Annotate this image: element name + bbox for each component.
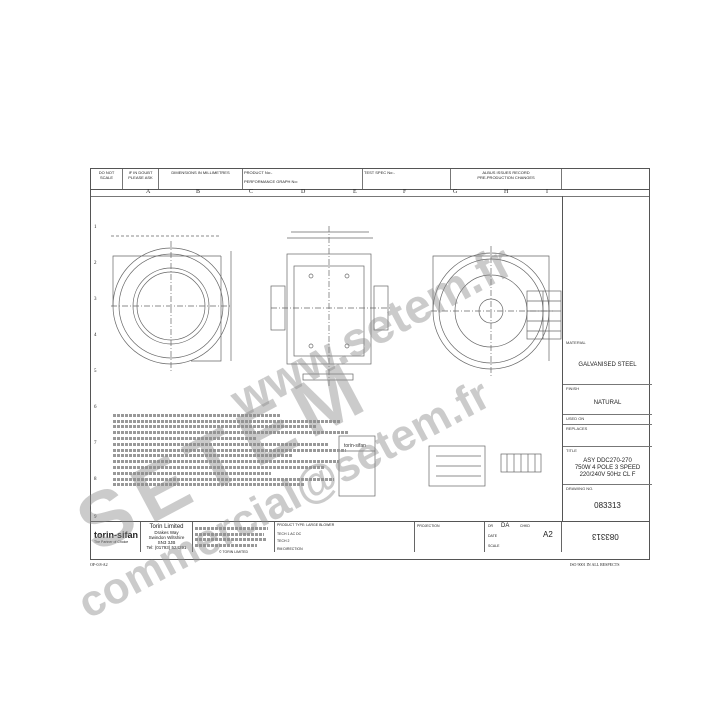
if-in-doubt-text: IF IN DOUBT PLEASE ASK [128, 170, 153, 180]
company-address-2: Swindon Wiltshire [148, 535, 185, 540]
footer-left-text: OF-0.8-A2 [90, 562, 108, 567]
row-8: 8 [94, 477, 97, 482]
checked-label: CHKD [520, 524, 530, 528]
tech-2-label: TECH 2 [277, 539, 290, 543]
record-box: ALBUS ISSUES RECORD PRE-PRODUCTION CHANG… [451, 169, 562, 189]
col-e: E [353, 189, 357, 195]
replaces-label: REPLACES [566, 426, 588, 431]
test-spec-text: TEST SPEC No:- [364, 170, 395, 175]
do-not-scale-box: DO NOT SCALE [91, 169, 123, 189]
row-6: 6 [94, 405, 97, 410]
col-b: B [196, 189, 201, 195]
test-spec-box: TEST SPEC No:- [363, 169, 451, 189]
col-a: A [146, 189, 151, 195]
col-d: D [301, 189, 306, 195]
if-in-doubt-box: IF IN DOUBT PLEASE ASK [123, 169, 159, 189]
title-block-title: ASY DDC270-270 750W 4 POLE 3 SPEED 220/2… [563, 458, 652, 479]
title-line-2: 750W 4 POLE 3 SPEED [574, 465, 641, 471]
company-address-1: Drakes Way [154, 530, 179, 535]
product-box: PRODUCT No:- PERFORMANCE GRAPH No: [243, 169, 363, 189]
projection-label: PROJECTION [417, 524, 440, 528]
date-label: DATE [488, 534, 498, 538]
dimension-note-box: DIMENSIONS IN MILLIMETRES [159, 169, 243, 189]
rotated-number-box: 083313 [562, 522, 651, 552]
row-2: 2 [94, 261, 97, 266]
used-on-label: USED ON [566, 416, 585, 421]
brand-box: torin-sifan The Partner of Choice [91, 522, 141, 552]
finish-value: NATURAL [593, 400, 622, 406]
drawing-no-label: DRAWING NO. [566, 486, 594, 491]
title-block: torin-sifan The Partner of Choice Torin … [91, 521, 651, 555]
copyright-text: © TORIN LIMITED [218, 550, 249, 555]
drawing-sheet: DO NOT SCALE IF IN DOUBT PLEASE ASK DIME… [90, 168, 652, 560]
right-info-panel: MATERIAL GALVANISED STEEL FINISH NATURAL… [562, 196, 652, 521]
product-type-text: PRODUCT TYPE: LARGE BLOWER [277, 523, 335, 527]
row-9: 9 [94, 515, 97, 520]
sheet-size: A2 [543, 530, 553, 539]
col-c: C [249, 189, 254, 195]
row-1: 1 [94, 225, 97, 230]
do-not-scale-text: DO NOT SCALE [98, 170, 115, 180]
preprod-text: PRE-PRODUCTION CHANGES [477, 175, 535, 180]
tech-1-label: TECH 1 [277, 531, 290, 536]
title-label: TITLE [566, 448, 577, 453]
company-tel: Tel: (01793) 524291 [146, 545, 187, 550]
material-label: MATERIAL [566, 340, 586, 345]
drawn-label: DR [488, 524, 494, 528]
brand-tagline: The Partner of Choice [94, 540, 129, 544]
projection-box: PROJECTION [415, 522, 485, 552]
title-line-1: ASY DDC270-270 [583, 458, 632, 464]
header-strip: DO NOT SCALE IF IN DOUBT PLEASE ASK DIME… [91, 169, 649, 190]
drawing-number: 083313 [594, 501, 621, 510]
col-h: H [504, 189, 509, 195]
drawn-box: DR DA CHKD DATE A2 SCALE [485, 522, 562, 552]
footer-right-text: ISO 9001 IN ALL RESPECTS [570, 562, 620, 567]
tech-1-ac: AC [290, 531, 296, 536]
row-7: 7 [94, 441, 97, 446]
notes-block [113, 411, 353, 487]
finish-label: FINISH [566, 386, 580, 391]
scale-label: SCALE [488, 544, 500, 548]
rm-direction-text: RM DIRECTION [277, 546, 303, 551]
motor-label-text: torin-sifan [344, 443, 366, 449]
row-3: 3 [94, 297, 97, 302]
row-5: 5 [94, 369, 97, 374]
product-type-box: PRODUCT TYPE: LARGE BLOWER TECH 1 AC DC … [275, 522, 415, 552]
col-i: I [546, 189, 548, 195]
column-letters-top: A B C D E F G H I [91, 189, 649, 197]
technical-drawing: torin-sifan [111, 226, 562, 497]
company-address-3: SN3 3JB [157, 540, 176, 545]
product-no-text: PRODUCT No:- [244, 170, 273, 175]
dimension-note-text: DIMENSIONS IN MILLIMETRES [171, 170, 230, 175]
material-value: GALVANISED STEEL [578, 362, 637, 368]
title-line-3: 220/240V 50Hz CL F [579, 472, 636, 478]
company-name: Torin Limited [149, 524, 184, 530]
company-box: Torin Limited Drakes Way Swindon Wiltshi… [141, 522, 193, 552]
record-text: ALBUS ISSUES RECORD [482, 170, 530, 175]
drawn-by: DA [501, 523, 510, 529]
drawing-number-rotated: 083313 [592, 532, 619, 541]
row-4: 4 [94, 333, 97, 338]
brand-logo: torin-sifan [94, 530, 138, 540]
col-f: F [403, 189, 407, 195]
copyright-box: © TORIN LIMITED [193, 522, 275, 555]
col-g: G [453, 189, 458, 195]
tech-1-dc: DC [296, 531, 302, 536]
performance-text: PERFORMANCE GRAPH No: [244, 179, 298, 184]
